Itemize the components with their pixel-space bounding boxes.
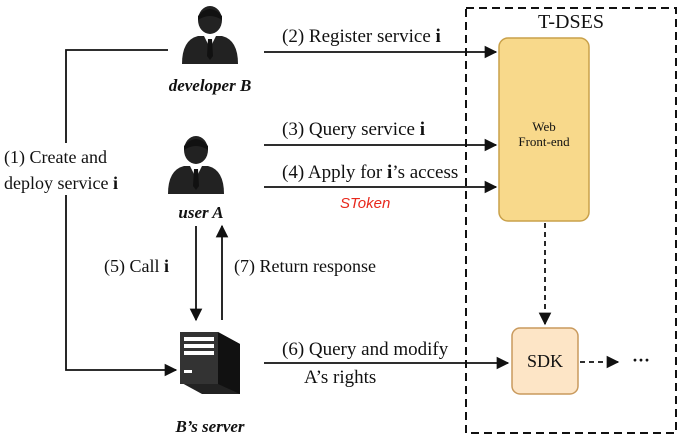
web-frontend-label-line2: Front-end xyxy=(518,134,570,149)
more-ellipsis: ··· xyxy=(632,350,650,370)
stoken-label: SToken xyxy=(340,195,390,212)
server-label: B’s server xyxy=(174,417,244,436)
step5-label: (5) Call i xyxy=(104,256,169,277)
step1-label-line1: (1) Create and xyxy=(4,147,107,168)
step2-label: (2) Register service i xyxy=(282,26,441,47)
step4-label: (4) Apply for i’s access xyxy=(282,162,458,183)
sdk-label: SDK xyxy=(527,351,563,371)
web-frontend-label-line1: Web xyxy=(532,119,556,134)
t-dses-boundary xyxy=(465,7,677,434)
step3-label: (3) Query service i xyxy=(282,119,425,140)
step1-arrow xyxy=(65,49,178,377)
step6-label-line2: A’s rights xyxy=(304,367,376,388)
web-frontend-box xyxy=(498,37,590,222)
sdk-box xyxy=(511,327,579,395)
developer-label: developer B xyxy=(169,76,252,95)
t-dses-title: T-DSES xyxy=(538,11,604,33)
step6-label-line1: (6) Query and modify xyxy=(282,339,449,360)
step1-label-line2: deploy service i xyxy=(4,173,118,193)
user-label: user A xyxy=(178,203,223,222)
step7-label: (7) Return response xyxy=(234,256,376,277)
server-icon xyxy=(180,332,240,394)
user-icon xyxy=(168,136,224,194)
developer-icon xyxy=(182,6,238,64)
